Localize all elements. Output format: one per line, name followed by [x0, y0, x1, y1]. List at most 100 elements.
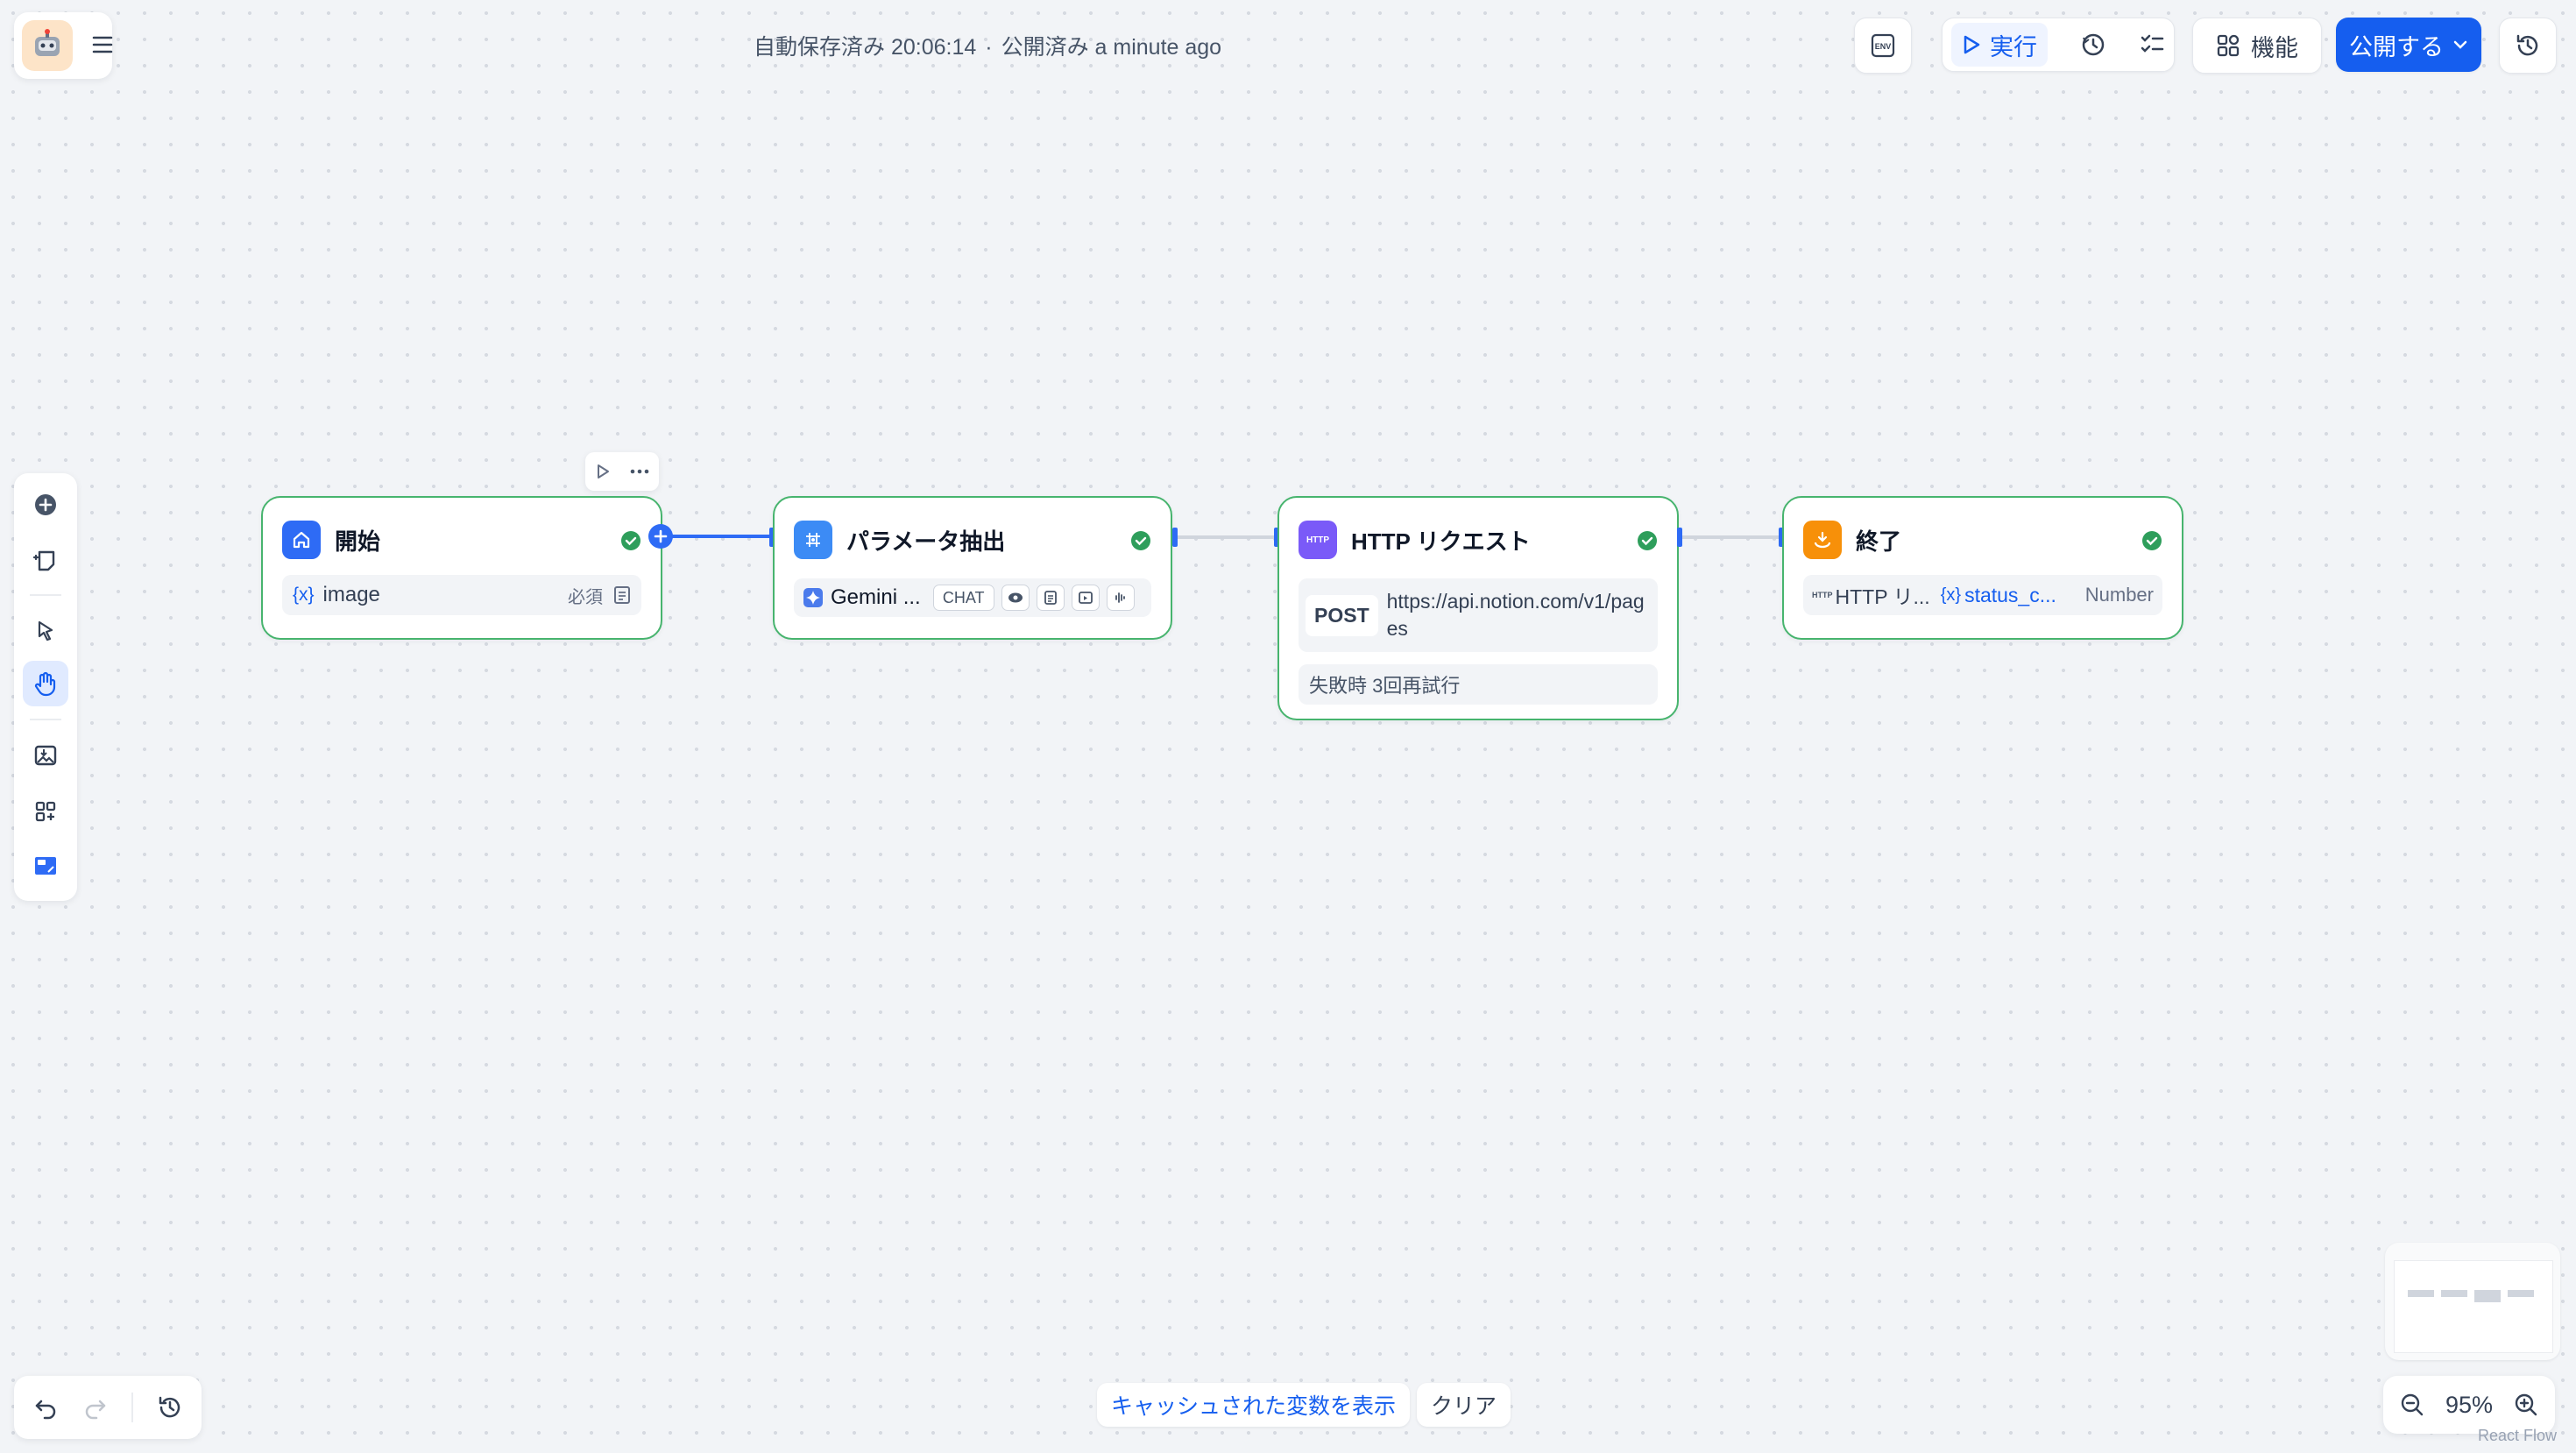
start-variable-row[interactable]: {x} image 必須	[282, 575, 641, 615]
react-flow-attribution[interactable]: React Flow	[2478, 1427, 2558, 1444]
toolbar-divider	[131, 1393, 134, 1422]
history-icon	[2516, 34, 2538, 56]
save-status: 自動保存済み 20:06:14·公開済み a minute ago	[754, 30, 1221, 61]
http-method-badge: POST	[1306, 594, 1378, 636]
publish-label: 公開する	[2349, 33, 2444, 60]
retry-row: 失敗時 3回再試行	[1299, 664, 1658, 705]
output-variable: status_c...	[1964, 583, 2056, 606]
end-output-row[interactable]: HTTP HTTP リ... {x} status_c... Number	[1803, 575, 2162, 615]
zoom-out-icon[interactable]	[2399, 1392, 2425, 1418]
organize-blocks-icon[interactable]	[23, 789, 68, 834]
start-node-header: 開始	[282, 521, 380, 559]
zoom-level[interactable]: 95%	[2445, 1391, 2494, 1418]
run-label: 実行	[1990, 33, 2037, 60]
show-cached-variables-button[interactable]: キャッシュされた変数を表示	[1097, 1383, 1411, 1427]
video-icon	[1071, 585, 1100, 611]
extract-input-handle[interactable]	[769, 528, 775, 547]
parameter-extractor-icon	[794, 521, 832, 559]
app-avatar-icon[interactable]	[22, 20, 73, 71]
model-name: Gemini ...	[831, 585, 921, 609]
output-source: HTTP リ...	[1835, 585, 1930, 608]
vision-icon	[1001, 585, 1030, 611]
minimap-node	[2408, 1290, 2434, 1297]
extract-node-header: パラメータ抽出	[794, 521, 1005, 559]
hand-tool-icon[interactable]	[23, 661, 68, 706]
status-separator: ·	[985, 35, 993, 60]
publish-button[interactable]: 公開する	[2336, 18, 2481, 72]
more-options-icon[interactable]	[629, 463, 650, 480]
env-button[interactable]: ENV	[1854, 18, 1912, 74]
audio-icon	[1106, 585, 1135, 611]
features-label: 機能	[2251, 34, 2298, 61]
http-request-row[interactable]: POST https://api.notion.com/v1/pages	[1299, 578, 1658, 652]
home-icon	[282, 521, 321, 559]
success-check-icon	[2141, 530, 2162, 551]
minimap[interactable]	[2385, 1243, 2560, 1360]
play-icon	[1964, 35, 1980, 54]
start-node[interactable]: 開始 {x} image 必須	[261, 496, 662, 640]
edge-start-to-extract	[661, 535, 773, 538]
minimap-node	[2441, 1290, 2467, 1297]
clear-cache-button[interactable]: クリア	[1417, 1383, 1511, 1427]
add-node-icon[interactable]	[23, 482, 68, 528]
svg-text:ENV: ENV	[1875, 42, 1892, 51]
published-text: 公開済み a minute ago	[1001, 35, 1222, 60]
http-request-node[interactable]: HTTP HTTP リクエスト POST https://api.notion.…	[1277, 496, 1679, 720]
node-quick-actions	[585, 452, 659, 491]
http-output-handle[interactable]	[1677, 528, 1682, 547]
minimap-node	[2508, 1290, 2534, 1297]
export-image-icon[interactable]	[23, 733, 68, 778]
toolbar-divider	[30, 594, 61, 596]
undo-redo-panel	[14, 1376, 202, 1439]
cache-variables-bar: キャッシュされた変数を表示 クリア	[1097, 1383, 1511, 1427]
retry-text: 失敗時 3回再試行	[1309, 675, 1461, 697]
minimap-viewport[interactable]	[2394, 1260, 2553, 1353]
zoom-controls: 95%	[2383, 1376, 2555, 1434]
edge-http-to-end	[1679, 535, 1782, 539]
extract-node-title: パラメータ抽出	[846, 528, 1006, 555]
add-note-icon[interactable]	[23, 538, 68, 584]
variable-icon: {x}	[1940, 585, 1962, 605]
checklist-icon[interactable]	[2139, 32, 2165, 58]
features-button[interactable]: 機能	[2192, 18, 2322, 74]
apps-icon	[2217, 34, 2240, 57]
variable-icon: {x}	[293, 585, 315, 605]
env-icon: ENV	[1871, 33, 1895, 58]
menu-icon[interactable]	[91, 33, 114, 56]
zoom-in-icon[interactable]	[2513, 1392, 2539, 1418]
app-logo-panel[interactable]	[14, 12, 114, 79]
plus-icon	[654, 529, 668, 543]
end-input-handle[interactable]	[1779, 528, 1784, 547]
http-input-handle[interactable]	[1274, 528, 1279, 547]
extract-output-handle[interactable]	[1172, 528, 1178, 547]
start-node-title: 開始	[335, 528, 381, 555]
http-node-header: HTTP HTTP リクエスト	[1299, 521, 1531, 559]
chevron-down-icon	[2453, 40, 2467, 49]
success-check-icon	[1637, 530, 1658, 551]
add-next-node-button[interactable]	[648, 524, 673, 549]
gemini-icon	[803, 588, 823, 607]
run-button[interactable]: 実行	[1951, 23, 2048, 67]
toolbar-divider	[30, 719, 61, 720]
redo-icon[interactable]	[82, 1394, 109, 1421]
edge-extract-to-http	[1174, 535, 1277, 539]
change-history-icon[interactable]	[157, 1394, 183, 1421]
run-history-icon[interactable]	[2079, 31, 2107, 59]
minimap-toggle-icon[interactable]	[23, 843, 68, 889]
minimap-node	[2474, 1290, 2501, 1302]
model-row[interactable]: Gemini ... CHAT	[794, 578, 1151, 617]
pointer-tool-icon[interactable]	[23, 608, 68, 654]
run-node-icon[interactable]	[594, 463, 612, 480]
end-node[interactable]: 終了 HTTP HTTP リ... {x} status_c... Number	[1782, 496, 2183, 640]
output-type: Number	[2084, 584, 2154, 606]
http-icon: HTTP	[1299, 521, 1337, 559]
undo-icon[interactable]	[32, 1394, 59, 1421]
parameter-extractor-node[interactable]: パラメータ抽出 Gemini ... CHAT	[773, 496, 1172, 640]
left-toolbar	[14, 473, 77, 901]
end-flag-icon	[1803, 521, 1842, 559]
end-node-title: 終了	[1856, 528, 1902, 555]
required-label: 必須	[568, 587, 603, 607]
document-icon	[1036, 585, 1065, 611]
version-history-button[interactable]	[2499, 18, 2557, 74]
run-toolbar: 実行	[1942, 18, 2175, 72]
